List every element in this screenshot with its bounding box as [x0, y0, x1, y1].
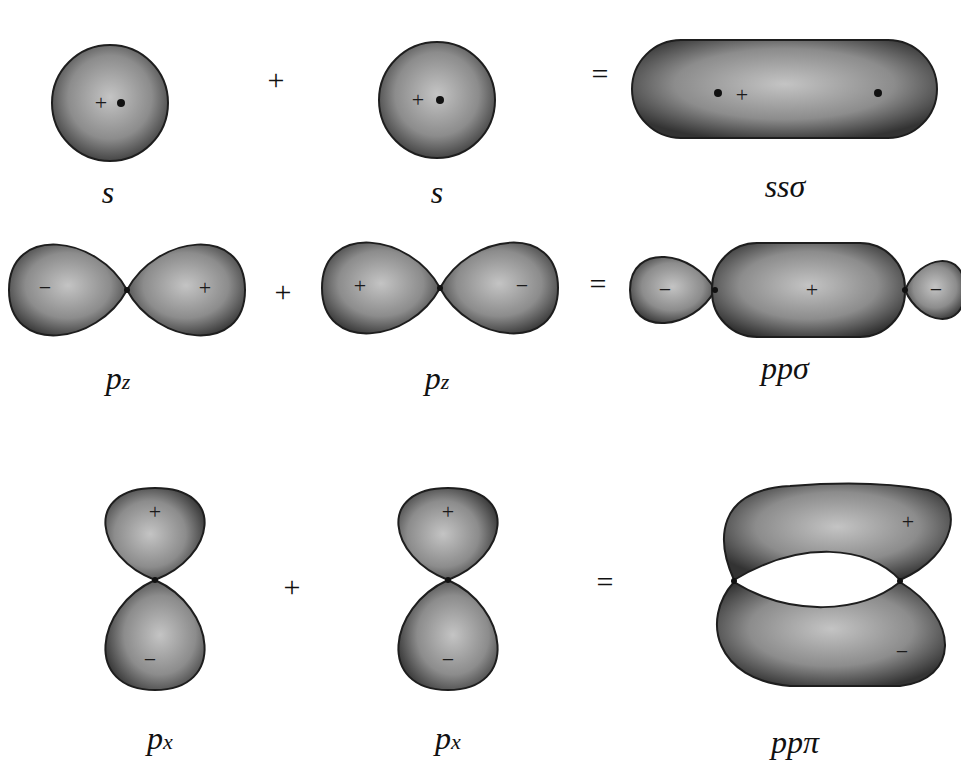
operator-symbol: +: [275, 277, 292, 307]
p-lobe: [398, 580, 497, 690]
phase-sign: +: [412, 89, 424, 111]
operator-symbol: +: [268, 65, 285, 95]
orbital-label: s: [431, 176, 443, 208]
label-holder: +: [95, 92, 107, 114]
label-holder: +: [268, 65, 285, 95]
nucleus-dot: [436, 96, 444, 104]
phase-sign: +: [199, 277, 211, 299]
sigma-orbital: [632, 40, 937, 138]
phase-sign: +: [806, 279, 818, 301]
nucleus-dot: [437, 285, 443, 291]
orbital-label: ppπ: [771, 726, 819, 758]
nucleus-dot: [117, 99, 125, 107]
p-lobe: [105, 580, 204, 690]
phase-sign: −: [659, 279, 671, 301]
nucleus-dot: [731, 578, 737, 584]
phase-sign: +: [736, 84, 748, 106]
phase-sign: −: [896, 641, 908, 663]
phase-sign: +: [442, 501, 454, 523]
phase-sign: −: [144, 649, 156, 671]
label-holder: px: [435, 722, 461, 754]
label-holder: −: [442, 649, 454, 671]
nucleus-dot: [897, 578, 903, 584]
label-holder: ppπ: [771, 726, 819, 758]
p-lobe: [127, 245, 245, 336]
pi-lobe: [717, 582, 945, 686]
nucleus-dot: [902, 287, 908, 293]
label-holder: −: [144, 649, 156, 671]
orbital-label: pz: [425, 362, 450, 394]
orbital-label: pz: [106, 362, 131, 394]
phase-sign: +: [354, 275, 366, 297]
label-holder: pz: [106, 362, 131, 394]
phase-sign: +: [149, 501, 161, 523]
label-holder: =: [592, 59, 609, 89]
p-lobe: [398, 488, 497, 580]
label-holder: −: [516, 275, 528, 297]
nucleus-dot: [712, 287, 718, 293]
label-holder: ppσ: [761, 352, 809, 384]
label-holder: +: [442, 501, 454, 523]
label-holder: +: [412, 89, 424, 111]
phase-sign: −: [930, 279, 942, 301]
label-holder: +: [284, 572, 301, 602]
operator-symbol: =: [590, 269, 607, 299]
label-holder: −: [896, 641, 908, 663]
p-lobe: [440, 243, 558, 334]
label-holder: +: [354, 275, 366, 297]
operator-symbol: +: [284, 572, 301, 602]
label-holder: +: [806, 279, 818, 301]
label-holder: −: [659, 279, 671, 301]
label-holder: −: [39, 277, 51, 299]
phase-sign: +: [95, 92, 107, 114]
orbital-label: px: [147, 722, 173, 754]
nucleus-dot: [714, 89, 722, 97]
phase-sign: −: [442, 649, 454, 671]
label-holder: +: [902, 511, 914, 533]
label-holder: +: [149, 501, 161, 523]
phase-sign: −: [516, 275, 528, 297]
p-lobe: [105, 488, 204, 580]
label-holder: pz: [425, 362, 450, 394]
label-holder: s: [431, 176, 443, 208]
orbital-label: ppσ: [761, 352, 809, 384]
label-holder: =: [590, 269, 607, 299]
orbital-label: px: [435, 722, 461, 754]
phase-sign: −: [39, 277, 51, 299]
s-orbital: [379, 42, 495, 158]
p-lobe: [9, 245, 127, 336]
phase-sign: +: [902, 511, 914, 533]
label-holder: ssσ: [765, 170, 806, 202]
nucleus-dot: [874, 89, 882, 97]
operator-symbol: =: [597, 567, 614, 597]
orbital-label: s: [102, 176, 114, 208]
label-holder: −: [930, 279, 942, 301]
nucleus-dot: [445, 577, 451, 583]
label-holder: +: [199, 277, 211, 299]
label-holder: px: [147, 722, 173, 754]
label-holder: +: [275, 277, 292, 307]
orbital-label: ssσ: [765, 170, 806, 202]
p-lobe: [630, 257, 715, 323]
pi-lobe: [724, 483, 951, 580]
nucleus-dot: [124, 287, 130, 293]
label-holder: =: [597, 567, 614, 597]
label-holder: +: [736, 84, 748, 106]
s-orbital: [52, 45, 168, 161]
p-lobe: [322, 243, 440, 334]
sigma-orbital: [712, 243, 905, 337]
nucleus-dot: [152, 577, 158, 583]
label-holder: s: [102, 176, 114, 208]
p-lobe: [905, 261, 961, 319]
operator-symbol: =: [592, 59, 609, 89]
